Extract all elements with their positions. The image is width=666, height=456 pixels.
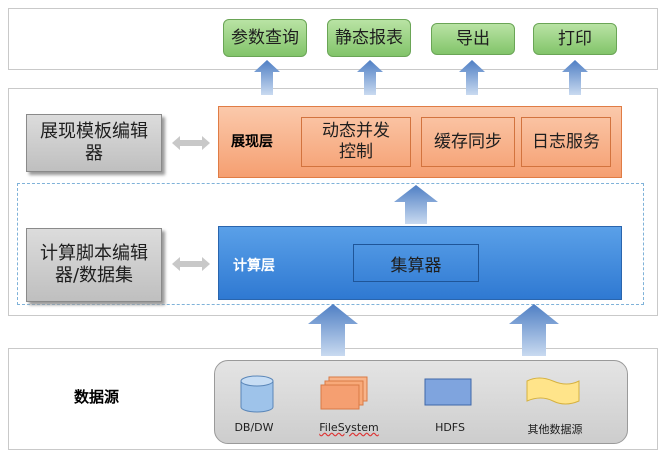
module-concurrency-label: 动态并发控制 (322, 121, 390, 162)
presentation-template-editor-label: 展现模板编辑器 (40, 121, 148, 164)
other-datasource-icon (526, 377, 580, 405)
compute-dashed-band (17, 183, 644, 305)
arrow-ds-to-compute-left (308, 304, 358, 356)
output-print-button[interactable]: 打印 (533, 23, 617, 55)
output-report-label: 静态报表 (335, 28, 403, 48)
module-cache-sync: 缓存同步 (421, 117, 515, 167)
output-print-label: 打印 (558, 29, 592, 49)
output-query-button[interactable]: 参数查询 (223, 19, 307, 57)
output-export-button[interactable]: 导出 (431, 23, 515, 55)
arrow-ds-to-compute-right (509, 304, 559, 356)
module-esproc: 集算器 (353, 244, 479, 282)
datasource-dbdw-label: DB/DW (234, 421, 274, 434)
database-icon (240, 375, 274, 413)
double-arrow-compute (172, 257, 210, 271)
output-report-button[interactable]: 静态报表 (327, 19, 411, 57)
compute-layer: 计算层 集算器 (218, 226, 622, 300)
arrow-compute-to-presentation (394, 185, 438, 224)
datasource-hdfs-label: HDFS (435, 421, 465, 434)
hdfs-icon (424, 378, 472, 406)
datasource-other-label: 其他数据源 (527, 423, 583, 436)
presentation-template-editor[interactable]: 展现模板编辑器 (26, 114, 162, 172)
presentation-layer: 展现层 动态并发控制 缓存同步 日志服务 (218, 106, 622, 178)
datasource-panel: DB/DW FileSystem HDFS 其他数据源 (214, 360, 628, 444)
arrow-to-report (357, 60, 383, 95)
double-arrow-presentation (172, 136, 210, 150)
datasource-filesystem-label: FileSystem (319, 421, 379, 434)
module-concurrency-control: 动态并发控制 (301, 117, 411, 167)
output-query-label: 参数查询 (231, 28, 299, 48)
script-editor-label: 计算脚本编辑器/数据集 (40, 243, 148, 286)
compute-layer-label: 计算层 (233, 258, 275, 274)
arrow-to-export (459, 60, 485, 95)
presentation-layer-label: 展现层 (231, 134, 273, 150)
module-cache-label: 缓存同步 (434, 131, 502, 152)
datasource-label: 数据源 (74, 388, 120, 406)
output-export-label: 导出 (456, 29, 490, 49)
filesystem-icon (320, 376, 368, 410)
arrow-to-query (254, 60, 280, 95)
arrow-to-print (562, 60, 588, 95)
module-log-label: 日志服务 (532, 131, 600, 152)
module-log-service: 日志服务 (521, 117, 611, 167)
script-editor[interactable]: 计算脚本编辑器/数据集 (26, 228, 162, 302)
